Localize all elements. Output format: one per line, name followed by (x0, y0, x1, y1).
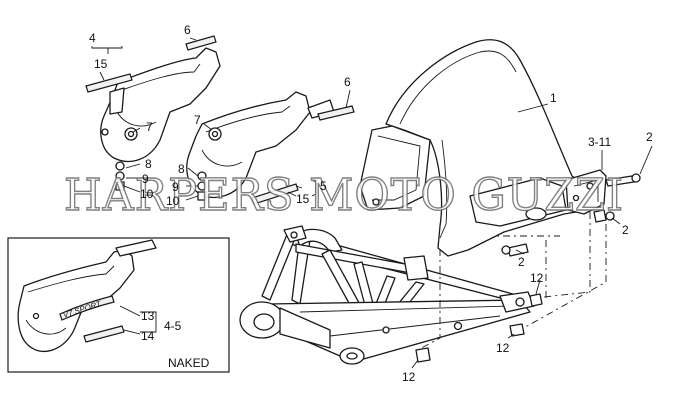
callout-3-11: 3-11 (588, 135, 611, 149)
callout-13: 13 (141, 309, 155, 323)
callout-6-upper: 6 (184, 23, 191, 37)
callout-8-center: 8 (178, 162, 185, 176)
callout-5: 5 (320, 179, 327, 193)
callout-9-left: 9 (142, 172, 149, 186)
leader-lines (91, 37, 653, 369)
callout-2-right: 2 (622, 223, 629, 237)
left-cover-lower (186, 91, 355, 205)
rear-hugger-part-1 (359, 39, 607, 257)
callout-15-center: 15 (296, 192, 310, 206)
callout-2-center: 2 (518, 255, 525, 269)
callout-4: 4 (89, 31, 96, 45)
callout-8-left: 8 (145, 157, 152, 171)
alignment-lines (413, 212, 607, 353)
callout-7-center: 7 (194, 113, 201, 127)
fasteners (115, 127, 641, 363)
callout-9-center: 9 (172, 180, 179, 194)
callout-15-upper: 15 (94, 57, 108, 71)
callout-12-bottom: 12 (402, 370, 416, 384)
callout-10-center: 10 (166, 194, 180, 208)
callout-14: 14 (141, 329, 155, 343)
callout-2-top: 2 (646, 130, 653, 144)
naked-variant-inset: V7 SPORT (7, 237, 230, 373)
frame-assembly (239, 225, 535, 365)
callout-1: 1 (550, 91, 557, 105)
callout-12-right: 12 (530, 271, 544, 285)
callout-6-center: 6 (344, 75, 351, 89)
naked-label: NAKED (168, 356, 210, 370)
callout-4-5: 4-5 (164, 319, 182, 333)
callout-7-upper: 7 (146, 120, 153, 134)
watermark-text: HARPERS MOTO GUZZI (64, 170, 624, 221)
callout-12-mid: 12 (496, 341, 510, 355)
callout-labels: 4 15 6 7 8 9 10 6 7 8 9 10 5 15 1 3-11 2… (89, 23, 653, 384)
callout-10-left: 10 (140, 187, 154, 201)
